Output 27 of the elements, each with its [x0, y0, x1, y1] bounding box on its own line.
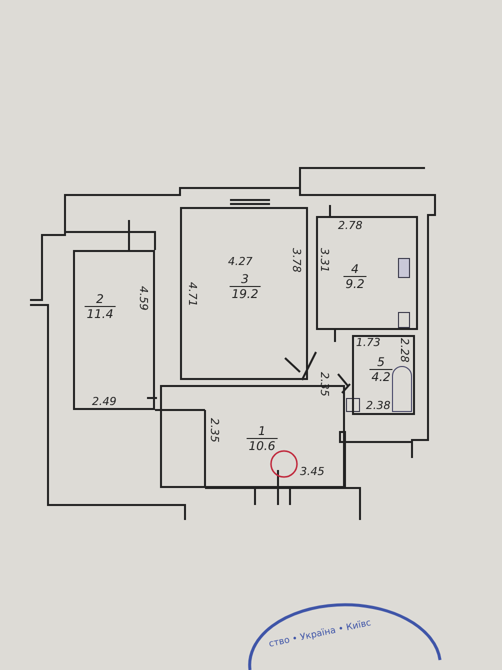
room-outline [73, 250, 155, 410]
room-area: 11.4 [84, 307, 116, 321]
room-area: 9.2 [343, 277, 367, 291]
room-number: 4 [343, 262, 367, 277]
room-area: 4.2 [369, 370, 393, 384]
dimension-label: 3.78 [290, 248, 302, 272]
room-number: 5 [369, 355, 393, 370]
room-number: 3 [230, 272, 260, 287]
room-number: 2 [84, 292, 116, 307]
dimension-label: 1.73 [356, 337, 380, 349]
room-number: 1 [246, 424, 278, 439]
dimension-label: 2.49 [92, 396, 116, 408]
room-outline [180, 207, 308, 380]
dimension-label: 2.28 [398, 338, 410, 362]
stamp-text: ство • Україна • Київс [268, 617, 372, 651]
dimension-label: 2.38 [366, 400, 390, 412]
dimension-label: 4.59 [137, 286, 149, 310]
room-area: 10.6 [246, 439, 278, 453]
dimension-label: 3.31 [318, 248, 330, 272]
dimension-label: 4.27 [228, 256, 252, 268]
room-outline [352, 335, 415, 415]
dimension-label: 4.71 [186, 282, 198, 306]
dimension-label: 2.78 [338, 220, 362, 232]
room-outline [316, 216, 418, 330]
dimension-label: 2.35 [208, 418, 220, 442]
room-area: 19.2 [230, 287, 260, 301]
dimension-label: 3.45 [300, 466, 324, 478]
